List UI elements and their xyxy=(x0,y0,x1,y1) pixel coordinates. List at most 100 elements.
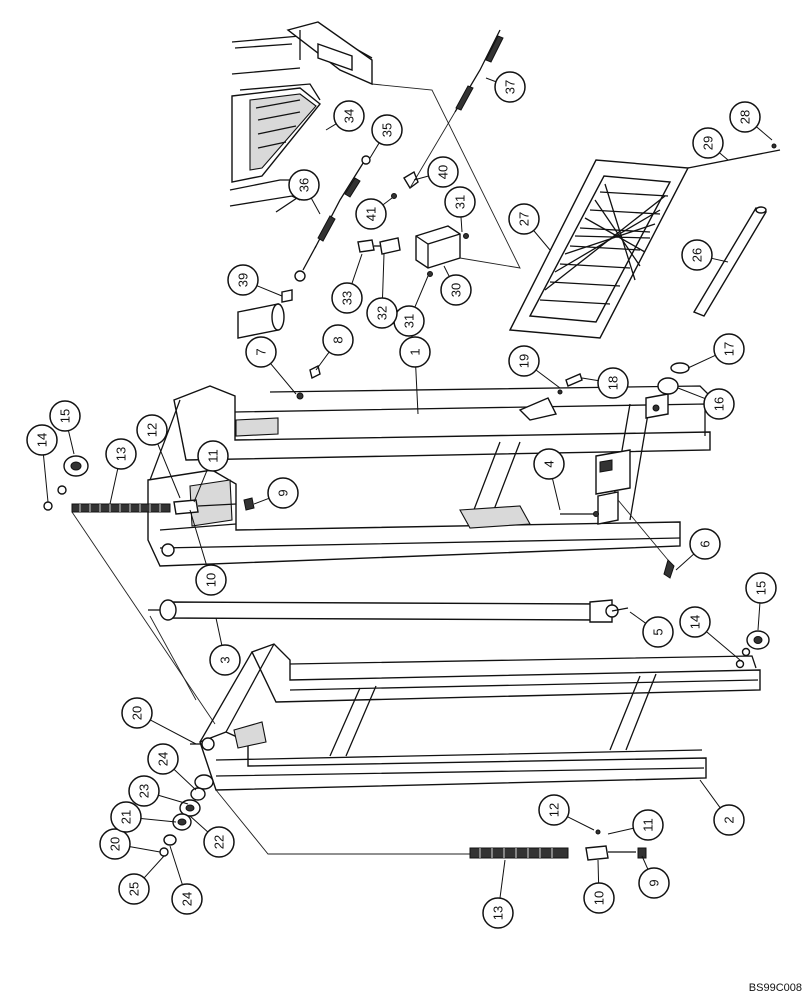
callout-leader xyxy=(699,779,721,809)
callout-c1: 1 xyxy=(399,336,431,415)
washer-14-upper-b xyxy=(43,501,53,511)
callout-circle xyxy=(508,345,540,377)
callout-circle xyxy=(333,100,365,132)
callout-circle xyxy=(99,828,131,860)
callout-c11b: 11 xyxy=(607,809,664,841)
callout-circle xyxy=(482,897,514,929)
callout-circle xyxy=(399,336,431,368)
callout-c33: 33 xyxy=(331,253,363,314)
callout-c13b: 13 xyxy=(482,859,514,929)
hydraulic-cylinder-3 xyxy=(148,599,629,623)
callout-label: 2 xyxy=(722,816,737,823)
callout-circle xyxy=(444,186,476,218)
callout-leader xyxy=(310,197,321,215)
callout-label: 24 xyxy=(180,892,195,906)
callout-c35: 35 xyxy=(369,114,403,159)
callout-leader xyxy=(382,197,393,206)
callout-c12b: 12 xyxy=(538,794,595,831)
callout-label: 10 xyxy=(204,573,219,587)
callout-leader xyxy=(675,553,695,571)
drawing-reference: BS99C008 xyxy=(748,982,802,994)
callout-label: 4 xyxy=(542,460,557,467)
callout-label: 9 xyxy=(647,879,662,886)
callout-circle xyxy=(118,873,150,905)
callout-circle xyxy=(440,274,472,306)
callout-circle xyxy=(713,804,745,836)
callout-c36: 36 xyxy=(288,169,321,215)
callout-label: 30 xyxy=(449,283,464,297)
callout-c20b: 20 xyxy=(99,828,161,860)
callout-circle xyxy=(121,697,153,729)
callout-leader xyxy=(109,468,119,505)
callout-label: 8 xyxy=(331,336,346,343)
callout-circle xyxy=(638,867,670,899)
o-ring-17 xyxy=(670,362,690,374)
callout-label: 27 xyxy=(517,212,532,226)
spring-assembly-36 xyxy=(294,155,371,282)
callout-leader xyxy=(677,387,706,400)
callout-leader xyxy=(533,230,551,251)
callout-circle xyxy=(197,440,229,472)
callout-leader xyxy=(415,366,419,415)
callout-circle xyxy=(331,282,363,314)
callout-c28: 28 xyxy=(729,101,773,141)
washer-14-upper-a xyxy=(57,485,67,495)
washer-14-lower-b xyxy=(735,659,745,669)
callout-leader xyxy=(325,123,337,131)
callout-label: 24 xyxy=(156,752,171,766)
callout-label: 14 xyxy=(688,615,703,629)
callout-leader xyxy=(189,815,209,833)
callout-leader xyxy=(485,77,497,83)
callout-label: 37 xyxy=(503,80,518,94)
callout-c21: 21 xyxy=(110,801,177,833)
callout-label: 26 xyxy=(690,248,705,262)
callout-circle xyxy=(203,826,235,858)
callout-c10a: 10 xyxy=(189,509,227,596)
callout-leader xyxy=(158,794,189,805)
callout-c3: 3 xyxy=(209,617,241,676)
callout-c15a: 15 xyxy=(49,400,81,455)
callout-leader xyxy=(607,827,634,835)
callout-label: 20 xyxy=(130,706,145,720)
callout-c31b: 31 xyxy=(393,275,429,337)
callout-group: 1234567899101011111212131314141515161718… xyxy=(26,71,777,929)
callout-circle xyxy=(538,794,570,826)
callout-leader xyxy=(315,351,330,371)
callout-circle xyxy=(195,564,227,596)
callout-leader xyxy=(552,478,561,511)
callout-c23: 23 xyxy=(128,775,189,807)
callout-label: 5 xyxy=(651,628,666,635)
callout-leader xyxy=(629,611,647,624)
callout-c9a: 9 xyxy=(253,477,299,509)
callout-c34: 34 xyxy=(325,100,365,132)
callout-label: 40 xyxy=(436,165,451,179)
callout-leader xyxy=(157,443,181,499)
callout-c22: 22 xyxy=(189,815,235,858)
callout-c15b: 15 xyxy=(745,572,777,631)
callout-leader xyxy=(140,817,177,823)
callout-circle xyxy=(209,644,241,676)
callout-circle xyxy=(288,169,320,201)
callout-circle xyxy=(427,156,459,188)
callout-leader xyxy=(756,126,773,141)
callout-c40: 40 xyxy=(413,156,459,188)
callout-circle xyxy=(245,336,277,368)
callout-leader xyxy=(253,497,270,505)
callout-leader xyxy=(499,859,506,899)
machine-frame-inset xyxy=(229,21,373,213)
callout-label: 9 xyxy=(276,489,291,496)
callout-c14a: 14 xyxy=(26,424,58,503)
spring-assembly-37 xyxy=(454,29,504,113)
bolt-6 xyxy=(663,559,675,579)
leader-line xyxy=(371,83,521,269)
callout-leader xyxy=(193,469,208,503)
callout-label: 33 xyxy=(340,291,355,305)
callout-label: 36 xyxy=(297,178,312,192)
callout-label: 15 xyxy=(58,409,73,423)
callout-leader xyxy=(443,265,450,277)
callout-leader xyxy=(382,253,385,299)
callout-c9b: 9 xyxy=(638,855,670,899)
callout-circle xyxy=(227,264,259,296)
callout-leader xyxy=(535,369,561,389)
rod-26 xyxy=(692,206,768,317)
